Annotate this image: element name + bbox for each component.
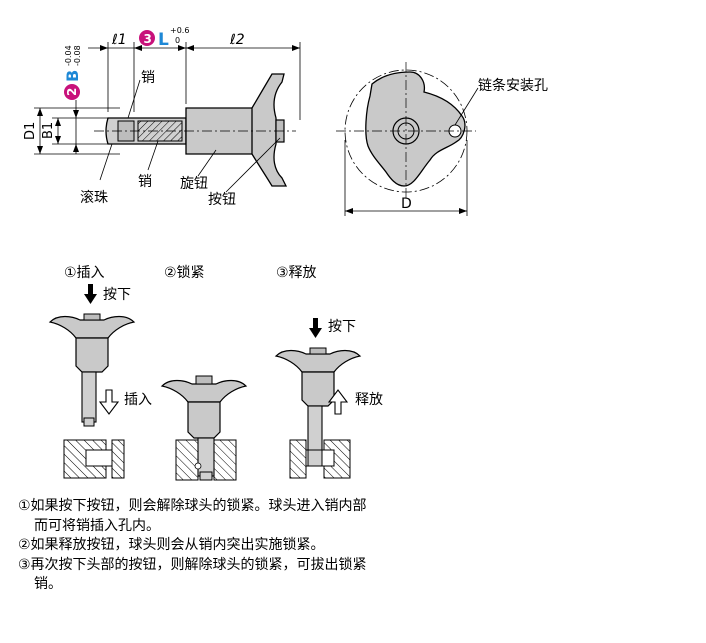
dim-D: D [401, 196, 412, 212]
push-arrow-icon [313, 318, 318, 328]
arrow [73, 144, 79, 152]
arrow [178, 45, 186, 51]
body [75, 337, 109, 373]
push-arrow-head [84, 294, 97, 304]
handle-head [160, 379, 248, 403]
label-chain-hole: 链条安装孔 [478, 77, 548, 94]
arrow [292, 45, 300, 51]
push-arrow-head [309, 328, 322, 338]
dim-B1: B1 [41, 122, 56, 139]
step-3: ③释放 按下 释放 [274, 265, 383, 479]
step-3-title: ③释放 [276, 265, 317, 281]
note-2: ②如果释放按钮，球头则会从销内突出实施锁紧。 [18, 537, 325, 553]
leader-pin-bottom [147, 140, 159, 171]
pin [197, 437, 215, 477]
notes: ①如果按下按钮，则会解除球头的锁紧。球头进入销内部而可将销插入孔内。 ②如果释放… [18, 497, 378, 595]
handle-head [48, 315, 136, 339]
dim-L-tol-lower: 0 [175, 36, 180, 45]
button-top [83, 313, 101, 321]
arrow [186, 45, 194, 51]
plate-left [289, 439, 307, 479]
step-1-action: 插入 [124, 392, 152, 408]
body [301, 371, 335, 407]
end-view: 链条安装孔 D [336, 62, 548, 216]
step-1-push: 按下 [103, 287, 131, 303]
plate-right [111, 439, 125, 479]
plate-right [213, 439, 237, 481]
leader-pin-top [127, 79, 141, 119]
dim-L: L [158, 30, 169, 50]
badge-2 [64, 84, 80, 100]
pin [81, 371, 97, 423]
arrow [37, 146, 43, 154]
badge-2-num: 2 [65, 88, 79, 96]
leader-chain-hole [454, 87, 479, 126]
leader-knob [197, 149, 217, 177]
badge-3 [139, 30, 155, 46]
insert-arrow-icon [98, 389, 120, 415]
label-pin-top: 销 [141, 70, 155, 86]
arrow [37, 108, 43, 116]
body [187, 401, 221, 439]
plate-left [175, 439, 199, 481]
label-ball: 滚珠 [80, 189, 108, 206]
plate-hole [85, 449, 113, 467]
ball-icon [194, 462, 202, 470]
dim-l1: ℓ1 [111, 32, 127, 48]
step-3-push: 按下 [328, 319, 356, 335]
step-1: ①插入 按下 插入 [48, 265, 152, 479]
button-top [195, 375, 213, 385]
pin-tip [83, 417, 95, 427]
push-arrow-icon [88, 284, 93, 294]
dim-L-tol-upper: +0.6 [170, 26, 189, 35]
dim-B-tol-lower: -0.08 [73, 45, 82, 66]
arrow [459, 208, 467, 214]
step-1-title: ①插入 [64, 265, 105, 281]
step-2-title: ②锁紧 [164, 265, 205, 281]
leader-button [225, 137, 281, 193]
note-3: ③再次按下头部的按钮，则解除球头的锁紧，可拔出锁紧销。 [18, 556, 367, 593]
pin-in-hole [307, 449, 323, 467]
side-view: ℓ1 3 L +0.6 0 ℓ2 2 B -0.04 -0.08 D1 B1 销… [23, 26, 301, 208]
dim-B-tol-upper: -0.04 [64, 45, 73, 66]
arrow [345, 208, 353, 214]
label-knob: 旋钮 [180, 176, 208, 192]
arrow [100, 45, 108, 51]
badge-3-num: 3 [144, 32, 152, 46]
arrow [134, 45, 142, 51]
step-3-action: 释放 [355, 392, 383, 408]
dim-l2: ℓ2 [229, 32, 245, 48]
handle-head [274, 349, 362, 373]
label-button: 按钮 [208, 192, 236, 208]
handle-end-view [365, 71, 466, 187]
leader-ball [99, 143, 113, 181]
arrow [55, 118, 61, 126]
release-arrow-icon [327, 389, 349, 415]
arrow [73, 110, 79, 118]
pin-tip [199, 471, 213, 481]
note-1: ①如果按下按钮，则会解除球头的锁紧。球头进入销内部而可将销插入孔内。 [18, 498, 367, 534]
step-2: ②锁紧 [160, 265, 248, 481]
dim-B: B [63, 70, 82, 82]
arrow [55, 136, 61, 144]
label-pin-bottom: 销 [138, 174, 152, 190]
dim-D1: D1 [23, 122, 38, 140]
button-top [309, 347, 327, 355]
